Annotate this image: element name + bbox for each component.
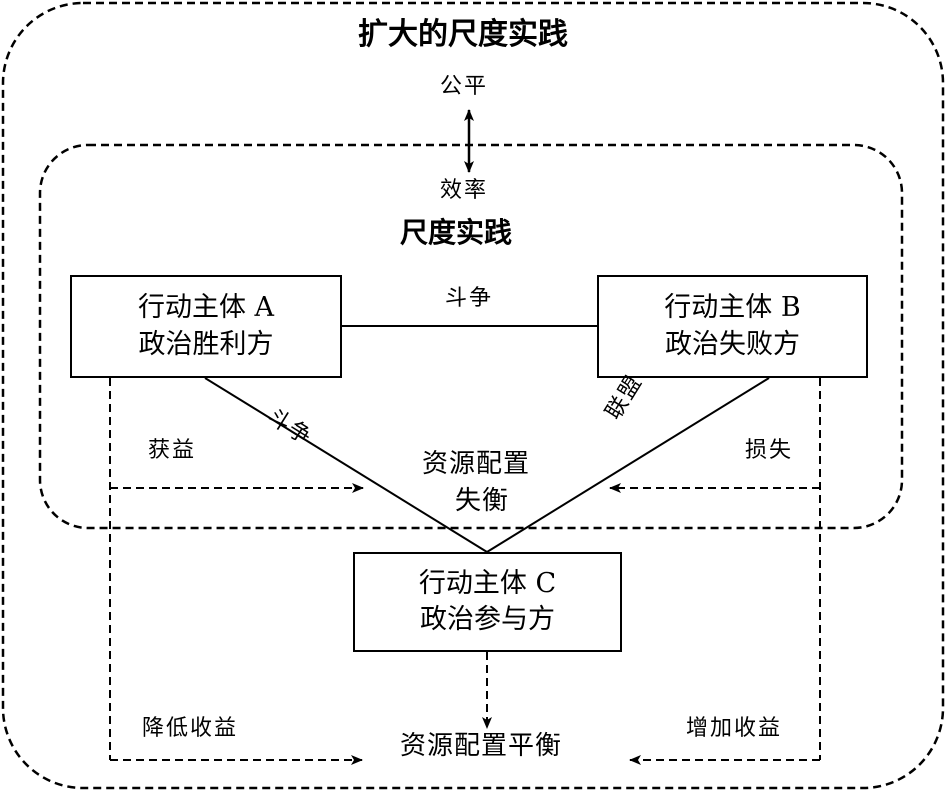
alliance-line-bc — [486, 377, 770, 553]
gain-label: 获益 — [148, 438, 197, 463]
increase-benefit-label: 增加收益 — [686, 716, 783, 741]
actor-b-box: 行动主体 B 政治失败方 — [597, 275, 868, 378]
efficiency-label: 效率 — [440, 178, 489, 203]
actor-c-role: 政治参与方 — [420, 604, 555, 635]
actor-a-name: 行动主体 A — [137, 292, 275, 324]
actor-b-name: 行动主体 B — [664, 292, 801, 324]
actor-b-role: 政治失败方 — [665, 328, 800, 360]
struggle-label-top: 斗争 — [445, 286, 494, 311]
balance-label: 资源配置平衡 — [400, 731, 563, 761]
actor-a-role: 政治胜利方 — [138, 328, 274, 360]
actor-a-box: 行动主体 A 政治胜利方 — [70, 275, 342, 378]
loss-label: 损失 — [745, 438, 794, 463]
actor-c-box: 行动主体 C 政治参与方 — [353, 552, 622, 652]
imbalance-label-line1: 资源配置 — [422, 449, 531, 479]
actor-c-name: 行动主体 C — [418, 567, 557, 599]
imbalance-label-line2: 失衡 — [455, 486, 510, 516]
inner-title: 尺度实践 — [400, 216, 513, 249]
fairness-label: 公平 — [440, 74, 489, 99]
reduce-benefit-label: 降低收益 — [142, 716, 239, 741]
outer-title: 扩大的尺度实践 — [358, 17, 568, 52]
struggle-line-ac — [204, 377, 488, 553]
